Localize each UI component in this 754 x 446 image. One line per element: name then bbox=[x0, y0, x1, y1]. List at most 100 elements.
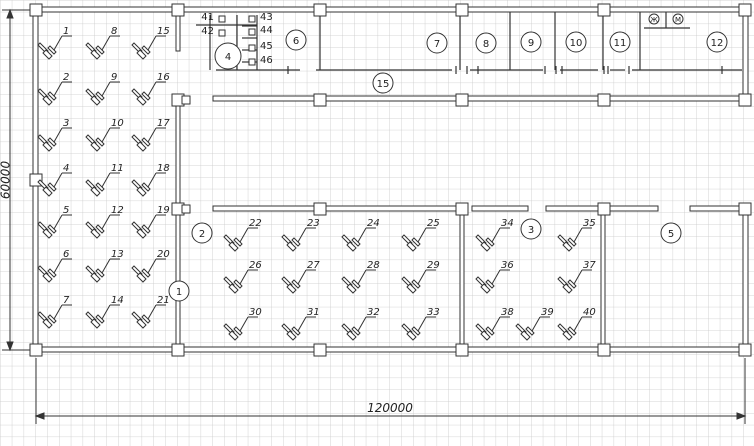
machine: 23 bbox=[281, 218, 320, 252]
dimension-lines bbox=[2, 8, 747, 424]
machine-label: 31 bbox=[307, 307, 320, 318]
machine: 12 bbox=[85, 205, 124, 239]
machine-label: 2 bbox=[63, 72, 69, 83]
machine: 9 bbox=[85, 72, 120, 106]
machine-label: 37 bbox=[583, 260, 596, 271]
column-cap bbox=[181, 204, 191, 214]
machine-label: 33 bbox=[427, 307, 440, 318]
machine-label: 36 bbox=[501, 260, 514, 271]
column bbox=[313, 3, 327, 17]
door-marks bbox=[287, 66, 723, 74]
column bbox=[738, 3, 752, 17]
machine: 2 bbox=[37, 72, 72, 106]
zone-marker-label: 10 bbox=[570, 38, 583, 49]
machine: 31 bbox=[281, 307, 320, 341]
machine-label: 39 bbox=[541, 307, 554, 318]
small-room-label: 44 bbox=[260, 25, 273, 36]
column bbox=[738, 343, 752, 357]
machine: 30 bbox=[223, 307, 262, 341]
machine-label: 13 bbox=[111, 249, 124, 260]
column bbox=[597, 343, 611, 357]
column bbox=[29, 3, 43, 17]
small-room-box bbox=[218, 29, 226, 37]
machine: 15 bbox=[131, 26, 170, 60]
machine-label: 30 bbox=[249, 307, 262, 318]
zone-marker-circle bbox=[372, 72, 394, 94]
zone-marker-label: 3 bbox=[528, 225, 534, 236]
machine-label: 27 bbox=[307, 260, 320, 271]
machine-label: 7 bbox=[63, 295, 70, 306]
machine-label: 28 bbox=[367, 260, 380, 271]
zone-marker-circle bbox=[191, 222, 213, 244]
column bbox=[597, 3, 611, 17]
machine: 5 bbox=[37, 205, 72, 239]
machine-label: 12 bbox=[111, 205, 124, 216]
machine-label: 34 bbox=[501, 218, 514, 229]
columns bbox=[29, 3, 752, 357]
machine: 36 bbox=[475, 260, 514, 294]
machine: 26 bbox=[223, 260, 262, 294]
column bbox=[313, 202, 327, 216]
machine-label: 17 bbox=[157, 118, 170, 129]
machine-label: 20 bbox=[157, 249, 170, 260]
machine: 1 bbox=[37, 26, 72, 60]
zone-marker-circle bbox=[706, 31, 728, 53]
zone-marker-label: 11 bbox=[614, 38, 627, 49]
machine-label: 22 bbox=[249, 218, 262, 229]
column bbox=[455, 3, 469, 17]
machine-label: 25 bbox=[427, 218, 440, 229]
column bbox=[455, 343, 469, 357]
small-room-box bbox=[248, 44, 256, 52]
column bbox=[313, 93, 327, 107]
machine: 6 bbox=[37, 249, 72, 283]
zone-marker-circle bbox=[285, 29, 307, 51]
machine-label: 23 bbox=[307, 218, 320, 229]
machine: 34 bbox=[475, 218, 514, 252]
machine: 24 bbox=[341, 218, 380, 252]
zone-marker-circle bbox=[520, 31, 542, 53]
machine: 40 bbox=[557, 307, 596, 341]
machine-label: 1 bbox=[63, 26, 69, 37]
column bbox=[455, 93, 469, 107]
zone-marker-label: 1 bbox=[176, 287, 182, 298]
column bbox=[738, 202, 752, 216]
machine: 10 bbox=[85, 118, 124, 152]
machine: 22 bbox=[223, 218, 262, 252]
small-room-label: 42 bbox=[201, 26, 214, 37]
small-room-label: 43 bbox=[260, 12, 273, 23]
zone-marker-label: 4 bbox=[225, 52, 231, 63]
machine: 25 bbox=[401, 218, 440, 252]
column bbox=[313, 343, 327, 357]
machine: 17 bbox=[131, 118, 170, 152]
machine: 28 bbox=[341, 260, 380, 294]
column-cap bbox=[181, 95, 191, 105]
machine-label: 16 bbox=[157, 72, 170, 83]
small-room-label: 46 bbox=[260, 55, 273, 66]
machine-label: 35 bbox=[583, 218, 596, 229]
machine-label: 6 bbox=[63, 249, 69, 260]
machine-label: 21 bbox=[157, 295, 170, 306]
zone-marker-circle bbox=[214, 42, 242, 70]
machine: 37 bbox=[557, 260, 596, 294]
column bbox=[171, 3, 185, 17]
zone-marker-circle bbox=[565, 31, 587, 53]
zone-marker-label: 15 bbox=[377, 79, 390, 90]
machine-label: 40 bbox=[583, 307, 596, 318]
machine-label: 3 bbox=[63, 118, 69, 129]
machine: 7 bbox=[37, 295, 72, 329]
machine-label: 24 bbox=[367, 218, 380, 229]
machine: 35 bbox=[557, 218, 596, 252]
machine-label: 8 bbox=[111, 26, 117, 37]
small-room-box bbox=[248, 28, 256, 36]
small-room-box bbox=[248, 15, 256, 23]
machine-label: 4 bbox=[63, 163, 69, 174]
zone-marker-label: 12 bbox=[711, 38, 724, 49]
zone-marker-label: 6 bbox=[293, 36, 299, 47]
machine: 33 bbox=[401, 307, 440, 341]
machine-label: 15 bbox=[157, 26, 170, 37]
machine: 27 bbox=[281, 260, 320, 294]
machine-label: 10 bbox=[111, 118, 124, 129]
zone-marker-circle bbox=[168, 280, 190, 302]
